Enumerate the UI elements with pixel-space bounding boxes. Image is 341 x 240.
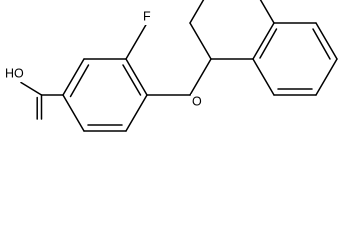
arom-ring-bond-c6-c7 [315,58,338,96]
ring1-bond-c1-c2 [62,58,85,96]
sat-ring-bond-c4-c4a [259,0,275,24]
chemical-structure-canvas: HO F O [4,0,338,132]
ether-oxygen-label-bg [191,94,205,110]
ring1-bond-c6-c1 [62,94,85,132]
arom-ring-bond-c5-c6 [315,22,338,60]
bond-ring-to-fluorine [125,22,148,60]
arom-inner-bond-1 [259,28,278,59]
fluorobenzene-ring [62,22,191,132]
bond-ether-oxygen-to-c1 [189,58,212,96]
arom-ring-bond-c8-c8a [252,58,275,96]
bond-cooh-c-oh [20,81,43,96]
chemical-structure-drawing: HO F O [4,0,338,132]
atom-labels: HO F O [4,9,205,110]
ether-oxygen-label: O [192,94,202,108]
arom-inner-bond-2 [312,28,331,60]
hydroxyl-label-bg [4,66,32,82]
ring1-inner-bond-1 [69,64,90,98]
hydroxyl-label: HO [5,66,24,80]
tetrahydronaphthalene-aromatic-ring [252,22,338,96]
fluorine-label-bg [141,9,154,25]
ring1-inner-bond-2 [122,64,142,96]
fused-bond-c4a-c8a [252,22,275,60]
tetrahydronaphthalene-saturated-ring [189,0,275,96]
fluorine-label: F [143,9,151,23]
sat-ring-bond-c2-c3 [189,0,205,24]
carboxylic-acid-group [20,81,64,120]
sat-ring-bond-c1-c2 [189,22,212,60]
ring1-bond-c3-c4 [125,58,148,96]
ring1-bond-c4-c5 [125,94,148,132]
